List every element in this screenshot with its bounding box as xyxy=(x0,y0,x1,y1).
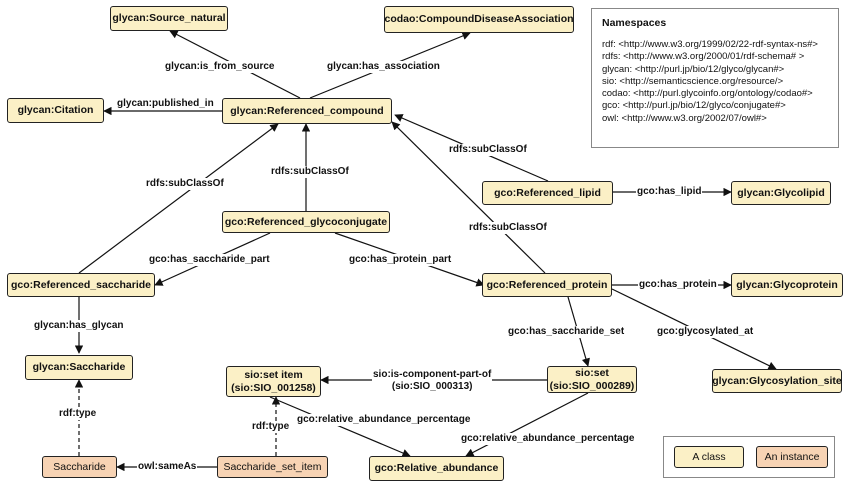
node-glycoprotein[interactable]: glycan:Glycoprotein xyxy=(731,273,843,297)
edge-label-rdf-type-saccharide: rdf:type xyxy=(58,408,98,420)
edge-label-subclass-lipid: rdfs:subClassOf xyxy=(448,144,528,156)
node-referenced-saccharide[interactable]: gco:Referenced_saccharide xyxy=(7,273,155,297)
node-set[interactable]: sio:set (sio:SIO_000289) xyxy=(547,366,637,393)
namespace-rdfs: rdfs: <http://www.w3.org/2000/01/rdf-sch… xyxy=(602,51,805,63)
node-compound-disease-association[interactable]: codao:CompoundDiseaseAssociation xyxy=(384,6,574,33)
edge-label-has-protein-part: gco:has_protein_part xyxy=(348,254,453,266)
namespace-rdf: rdf: <http://www.w3.org/1999/02/22-rdf-s… xyxy=(602,39,818,50)
legend: A class An instance xyxy=(663,436,835,478)
node-glycolipid[interactable]: glycan:Glycolipid xyxy=(731,181,831,205)
namespace-owl: owl: <http://www.w3.org/2002/07/owl#> xyxy=(602,112,767,124)
node-citation[interactable]: glycan:Citation xyxy=(7,98,104,123)
edge-label-relative-abundance-item: gco:relative_abundance_percentage xyxy=(296,414,472,426)
node-referenced-protein[interactable]: gco:Referenced_protein xyxy=(482,273,612,297)
namespace-glycan: glycan: <http://purl.jp/bio/12/glyco/gly… xyxy=(602,63,785,75)
edge-label-subclass-glycoconjugate: rdfs:subClassOf xyxy=(270,166,350,178)
namespaces-panel: Namespaces rdf: <http://www.w3.org/1999/… xyxy=(591,8,839,148)
edge-label-relative-abundance-set: gco:relative_abundance_percentage xyxy=(460,433,636,445)
legend-instance-swatch: An instance xyxy=(756,446,828,468)
edge-label-published-in: glycan:published_in xyxy=(116,98,215,110)
edge-label-has-lipid: gco:has_lipid xyxy=(636,186,703,198)
node-glycosylation-site[interactable]: glycan:Glycosylation_site xyxy=(712,369,842,393)
node-referenced-compound[interactable]: glycan:Referenced_compound xyxy=(222,98,392,124)
edge-label-glycosylated-at: gco:glycosylated_at xyxy=(656,326,755,338)
namespaces-title: Namespaces xyxy=(602,17,667,29)
node-saccharide-set-item[interactable]: Saccharide_set_item xyxy=(217,456,328,478)
namespace-sio: sio: <http://semanticscience.org/resourc… xyxy=(602,75,784,87)
edge-label-has-saccharide-part: gco:has_saccharide_part xyxy=(148,254,271,266)
node-referenced-lipid[interactable]: gco:Referenced_lipid xyxy=(482,181,613,205)
legend-class-swatch: A class xyxy=(674,446,744,468)
node-relative-abundance[interactable]: gco:Relative_abundance xyxy=(369,456,504,481)
edge-label-is-component-part-of: sio:is-component-part-of (sio:SIO_000313… xyxy=(372,369,493,393)
edge-label-has-association: glycan:has_association xyxy=(326,61,441,73)
node-saccharide-class[interactable]: glycan:Saccharide xyxy=(25,355,133,380)
edge-subclass-saccharide xyxy=(78,123,279,274)
edge-label-has-glycan: glycan:has_glycan xyxy=(33,320,125,332)
edge-relative-abundance-set xyxy=(465,392,589,457)
edge-label-is-from-source: glycan:is_from_source xyxy=(164,61,276,73)
edge-relative-abundance-item xyxy=(269,396,411,457)
edge-label-has-protein: gco:has_protein xyxy=(638,279,718,291)
namespace-codao: codao: <http://purl.glycoinfo.org/ontolo… xyxy=(602,88,813,100)
node-saccharide-instance[interactable]: Saccharide xyxy=(42,456,117,478)
edge-label-same-as: owl:sameAs xyxy=(137,461,198,473)
node-source-natural[interactable]: glycan:Source_natural xyxy=(110,6,228,31)
edge-label-has-saccharide-set: gco:has_saccharide_set xyxy=(507,326,626,338)
edge-label-rdf-type-set-item: rdf:type xyxy=(251,421,291,433)
namespace-gco: gco: <http://purl.jp/bio/12/glyco/conjug… xyxy=(602,100,786,112)
node-referenced-glycoconjugate[interactable]: gco:Referenced_glycoconjugate xyxy=(222,211,390,233)
edge-label-subclass-saccharide: rdfs:subClassOf xyxy=(145,178,225,190)
node-set-item[interactable]: sio:set item (sio:SIO_001258) xyxy=(226,366,321,397)
edge-label-subclass-protein: rdfs:subClassOf xyxy=(468,222,548,234)
edge-subclass-protein xyxy=(391,121,546,274)
